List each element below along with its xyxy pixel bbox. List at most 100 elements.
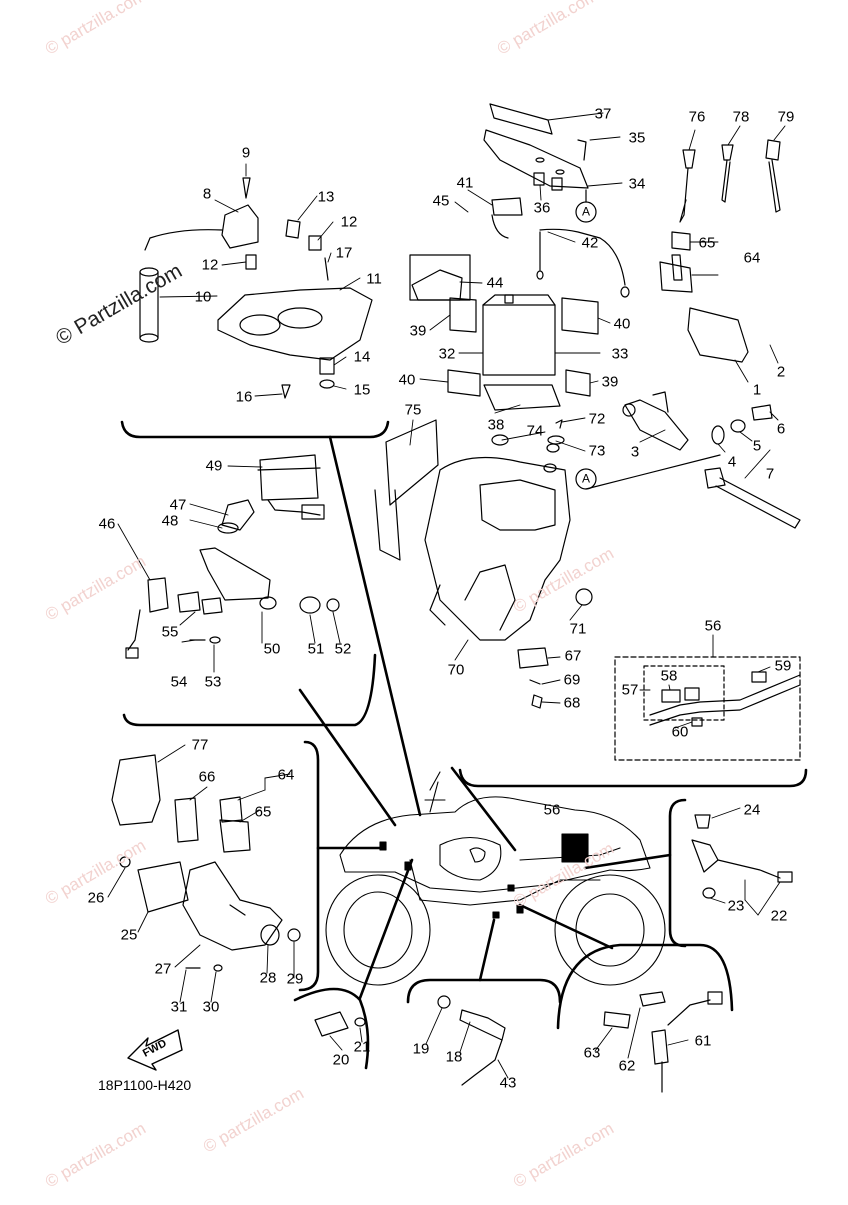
- callout-68: 68: [563, 694, 581, 712]
- callout-10: 10: [194, 288, 212, 306]
- callout-26: 26: [87, 889, 105, 907]
- ignition-assembly: [139, 177, 373, 399]
- callout-17: 17: [335, 244, 353, 262]
- callout-13: 13: [317, 188, 335, 206]
- callout-69: 69: [563, 671, 581, 689]
- callout-36: 36: [533, 199, 551, 217]
- vehicle-leaders: [298, 435, 672, 1000]
- callout-23: 23: [727, 897, 745, 915]
- callout-42: 42: [581, 234, 599, 252]
- callout-34: 34: [628, 175, 646, 193]
- callout-24: 24: [743, 801, 761, 819]
- callout-64a: 64: [743, 249, 761, 267]
- callout-65a: 65: [698, 234, 716, 252]
- callout-79: 79: [777, 108, 795, 126]
- callout-39a: 39: [409, 322, 427, 340]
- battery-assembly: [374, 103, 801, 709]
- callout-5: 5: [752, 437, 762, 455]
- callout-75: 75: [404, 401, 422, 419]
- callout-leaders: [107, 112, 786, 1079]
- callout-65b: 65: [254, 803, 272, 821]
- callout-55: 55: [161, 623, 179, 641]
- callout-40a: 40: [613, 315, 631, 333]
- callout-12b: 12: [340, 213, 358, 231]
- callout-57: 57: [621, 681, 639, 699]
- callout-62: 62: [618, 1057, 636, 1075]
- callout-43: 43: [499, 1074, 517, 1092]
- callout-53: 53: [204, 673, 222, 691]
- callout-61: 61: [694, 1032, 712, 1050]
- callout-19: 19: [412, 1040, 430, 1058]
- callout-56b: 56: [543, 801, 561, 819]
- rectifier-assembly: [111, 754, 793, 972]
- callout-70: 70: [447, 661, 465, 679]
- callout-64b: 64: [277, 766, 295, 784]
- callout-30: 30: [202, 998, 220, 1016]
- callout-74: 74: [526, 422, 544, 440]
- callout-56a: 56: [704, 617, 722, 635]
- callout-37: 37: [594, 105, 612, 123]
- callout-67: 67: [564, 647, 582, 665]
- callout-31: 31: [170, 998, 188, 1016]
- bracket-main-switch: [122, 653, 377, 727]
- callout-35: 35: [628, 129, 646, 147]
- callout-6: 6: [776, 420, 786, 438]
- callout-8: 8: [202, 185, 212, 203]
- callout-45: 45: [432, 192, 450, 210]
- callout-14: 14: [353, 348, 371, 366]
- bracket-battery: [458, 768, 808, 788]
- callout-1: 1: [752, 381, 762, 399]
- callout-29: 29: [286, 970, 304, 988]
- cable-ties: [679, 139, 781, 223]
- callout-20: 20: [332, 1051, 350, 1069]
- bracket-rectifier: [298, 740, 320, 992]
- ref-marker-a-bottom: A: [581, 471, 591, 486]
- callout-33: 33: [611, 345, 629, 363]
- bracket-neutral-switch: [406, 978, 562, 1004]
- ref-marker-a-top: A: [581, 204, 591, 219]
- callout-48: 48: [161, 512, 179, 530]
- diagram-code: 18P1100-H420: [98, 1077, 192, 1093]
- callout-39b: 39: [601, 373, 619, 391]
- callout-32: 32: [438, 345, 456, 363]
- callout-2: 2: [776, 363, 786, 381]
- callout-18: 18: [445, 1048, 463, 1066]
- callout-9: 9: [241, 144, 251, 162]
- callout-44: 44: [486, 274, 504, 292]
- ref-markers: [575, 189, 721, 490]
- callout-76: 76: [688, 108, 706, 126]
- section-brackets: [120, 420, 808, 1070]
- callout-49: 49: [205, 457, 223, 475]
- callout-50: 50: [263, 640, 281, 658]
- callout-12a: 12: [201, 256, 219, 274]
- callout-71: 71: [569, 620, 587, 638]
- callout-47: 47: [169, 496, 187, 514]
- callout-41: 41: [456, 174, 474, 192]
- callout-21: 21: [353, 1038, 371, 1056]
- callout-58: 58: [660, 667, 678, 685]
- callout-51: 51: [307, 640, 325, 658]
- callout-15: 15: [353, 381, 371, 399]
- callout-3: 3: [630, 443, 640, 461]
- callout-77: 77: [191, 736, 209, 754]
- callout-54: 54: [170, 673, 188, 691]
- callout-25: 25: [120, 926, 138, 944]
- fwd-arrow: [127, 1029, 183, 1071]
- sensor-assembly: [314, 991, 723, 1093]
- callout-22: 22: [770, 907, 788, 925]
- atv-vehicle: [325, 771, 666, 986]
- callout-78: 78: [732, 108, 750, 126]
- callout-46: 46: [98, 515, 116, 533]
- callout-60: 60: [671, 723, 689, 741]
- callout-40b: 40: [398, 371, 416, 389]
- callout-73: 73: [588, 442, 606, 460]
- callout-11: 11: [366, 270, 382, 288]
- main-switch-assembly: [125, 454, 340, 659]
- harness-box: [614, 656, 801, 761]
- callout-38: 38: [487, 416, 505, 434]
- callout-66: 66: [198, 768, 216, 786]
- bracket-stop-switch: [556, 943, 734, 1030]
- callout-4: 4: [727, 453, 737, 471]
